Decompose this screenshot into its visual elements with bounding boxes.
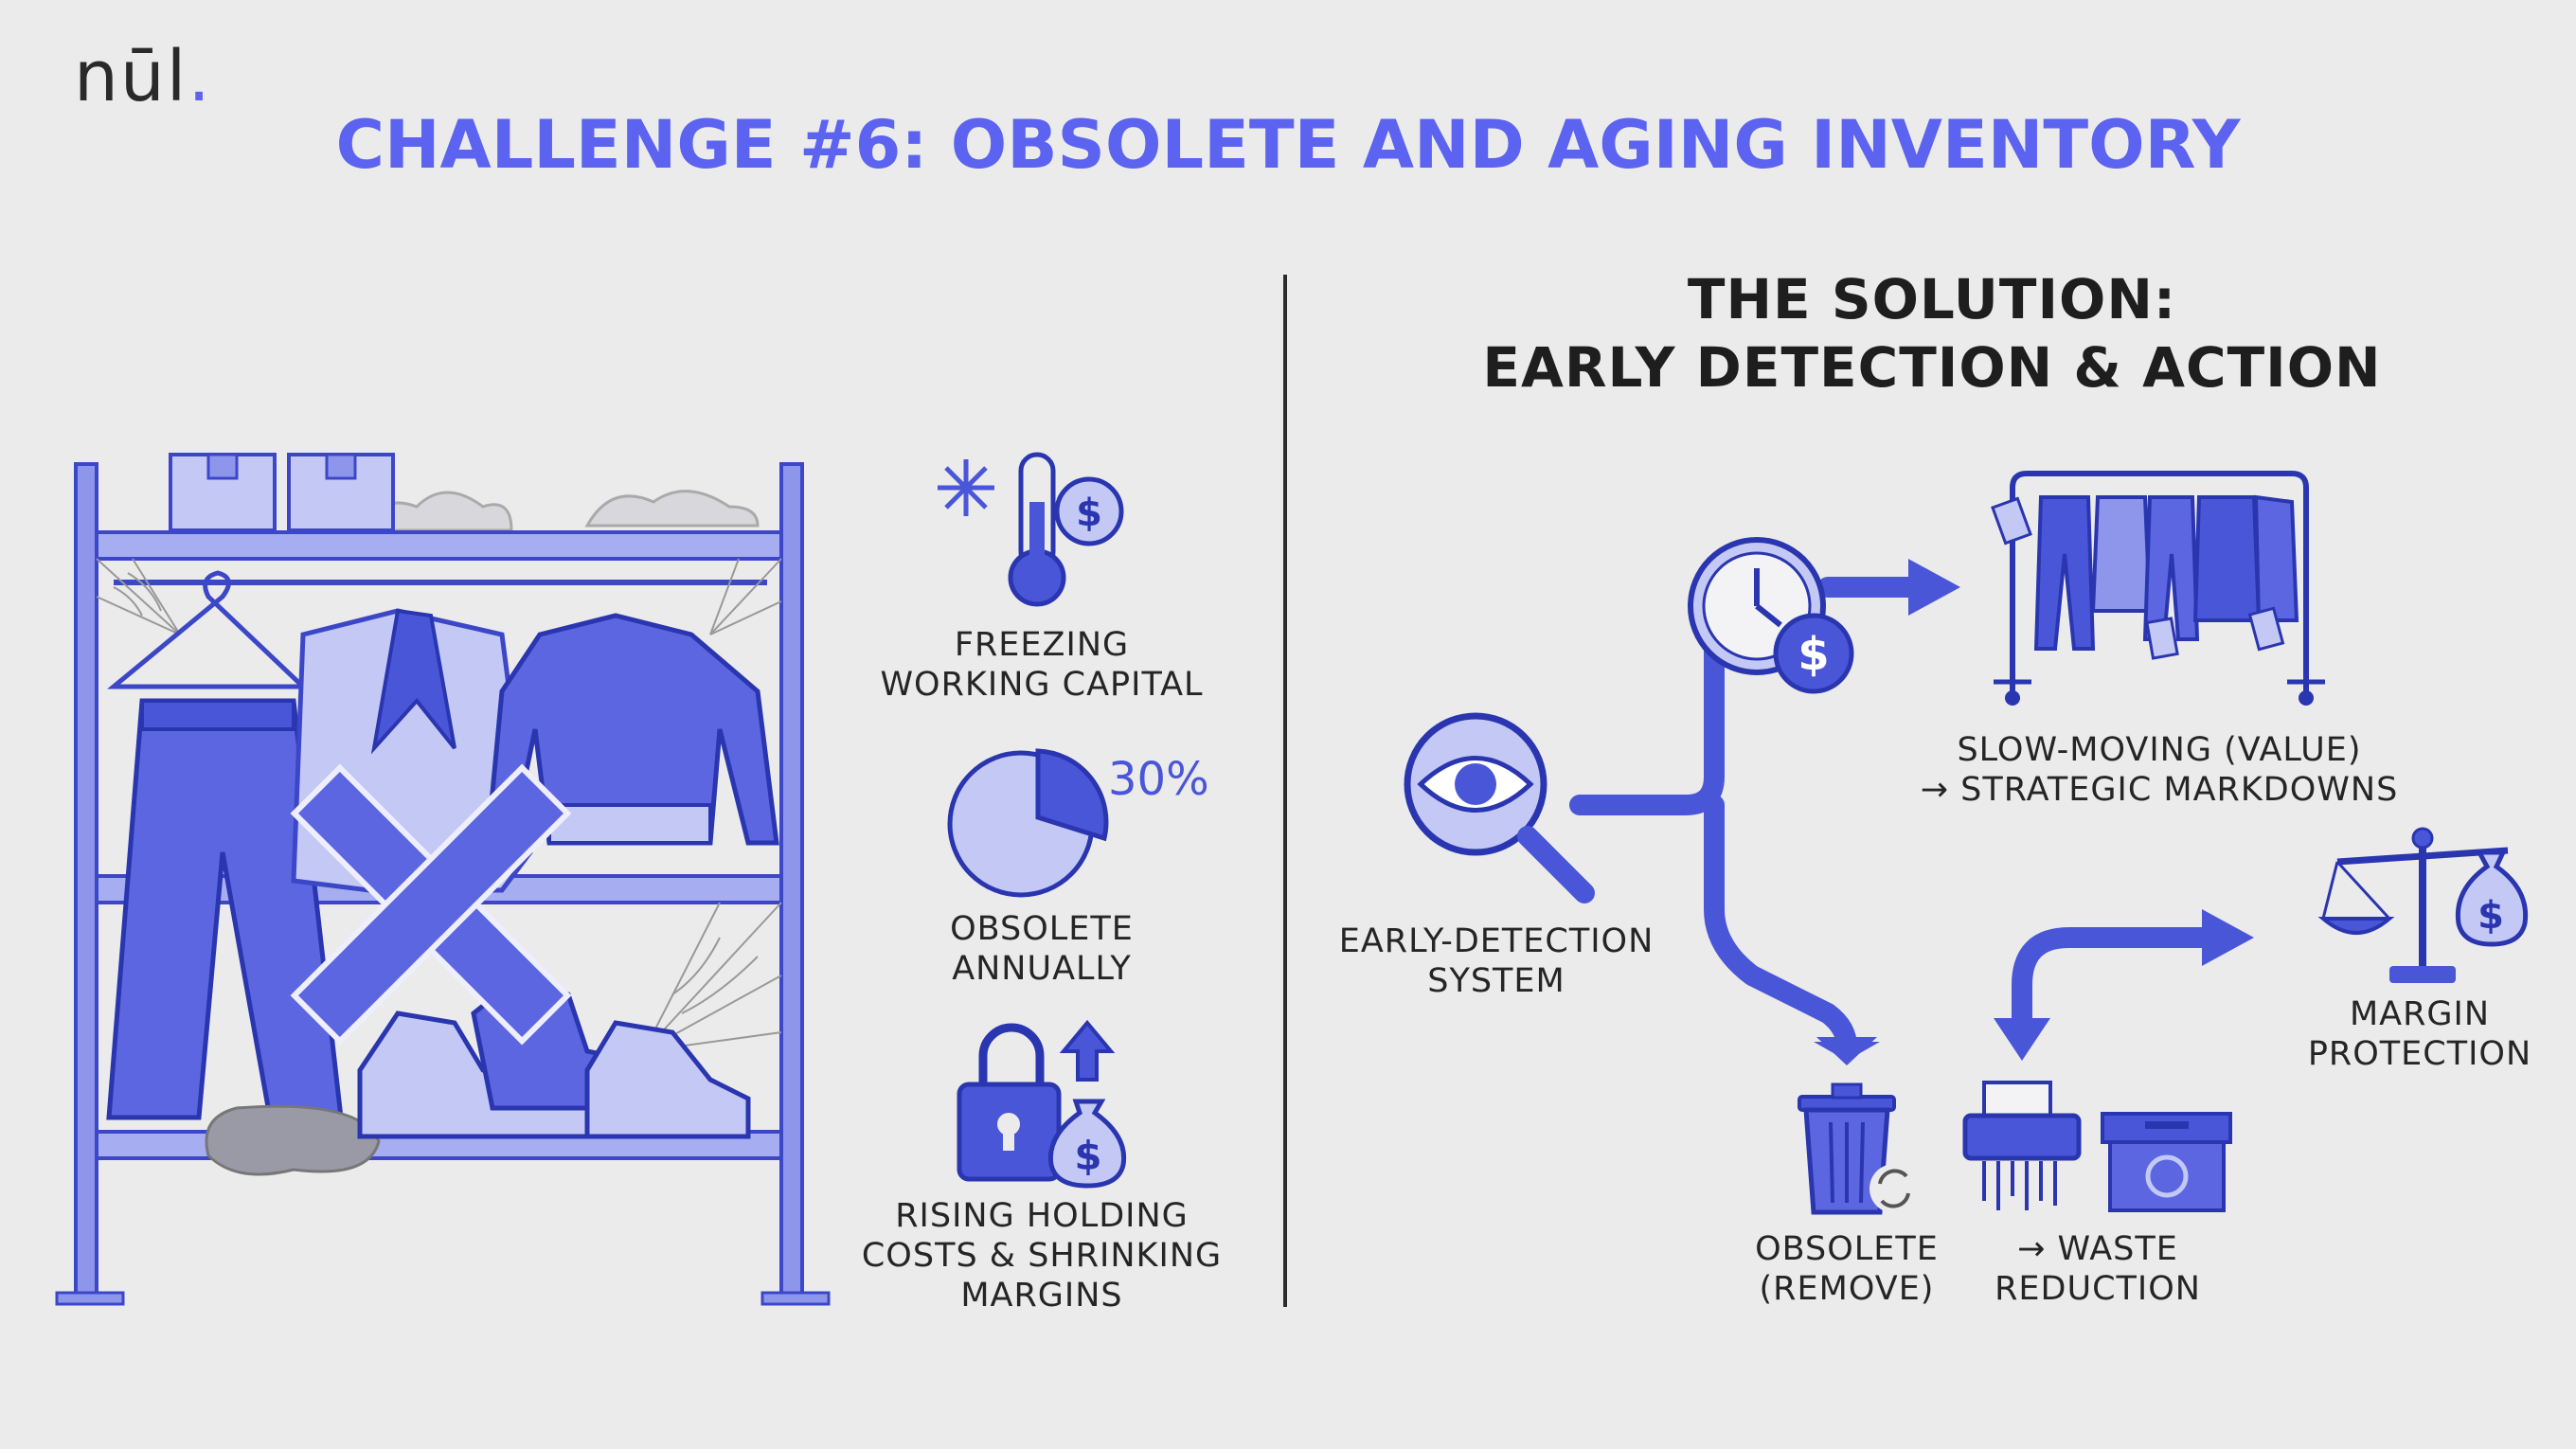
label-line: ANNUALLY [952, 950, 1132, 988]
label-line: REDUCTION [1995, 1270, 2201, 1308]
label-line: MARGIN [2349, 995, 2491, 1033]
label-line: COSTS & SHRINKING [861, 1237, 1223, 1275]
node-label-margin-protection: MARGIN PROTECTION [2282, 994, 2557, 1074]
problem-label-obsolete-annually: OBSOLETE ANNUALLY [852, 909, 1231, 989]
node-label-early-detection: EARLY-DETECTION SYSTEM [1307, 921, 1686, 1001]
label-line: OBSOLETE [950, 910, 1134, 948]
balance-scale-icon: $ [2317, 827, 2529, 983]
label-line: EARLY-DETECTION [1338, 922, 1655, 960]
brand-logo: nūl. [74, 36, 212, 117]
problem-label-freezing-capital: FREEZING WORKING CAPITAL [852, 625, 1231, 705]
section-divider [1283, 275, 1287, 1307]
label-line: (REMOVE) [1759, 1270, 1935, 1308]
page-title: CHALLENGE #6: OBSOLETE AND AGING INVENTO… [335, 106, 2241, 184]
clothing-rack-icon [1991, 471, 2325, 706]
solution-title: THE SOLUTION: EARLY DETECTION & ACTION [1392, 265, 2472, 402]
svg-text:$: $ [1074, 1133, 1101, 1179]
logo-text: nūl [74, 36, 188, 117]
cross-out-mark [290, 763, 572, 1046]
title-line: EARLY DETECTION & ACTION [1482, 335, 2382, 400]
lock-money-bag-arrow-icon: $ [957, 1019, 1127, 1189]
label-line: → WASTE [2017, 1230, 2178, 1268]
magnifier-eye-icon [1404, 712, 1595, 903]
label-line: WORKING CAPITAL [880, 666, 1204, 704]
title-line: THE SOLUTION: [1687, 267, 2177, 331]
label-line: RISING HOLDING [895, 1197, 1189, 1235]
node-label-obsolete-remove: OBSOLETE (REMOVE) [1714, 1229, 1979, 1309]
logo-dot: . [188, 36, 212, 117]
label-line: OBSOLETE [1755, 1230, 1939, 1268]
problem-label-holding-costs: RISING HOLDING COSTS & SHRINKING MARGINS [833, 1196, 1250, 1315]
obsolete-inventory-shelf-illustration [55, 453, 831, 1306]
label-line: MARGINS [960, 1277, 1123, 1315]
label-line: PROTECTION [2307, 1035, 2532, 1073]
label-line: → STRATEGIC MARKDOWNS [1920, 771, 2399, 809]
obsolete-percentage: 30% [1108, 753, 1209, 806]
clock-dollar-icon: $ [1688, 537, 1854, 694]
trash-can-icon [1798, 1082, 1919, 1215]
node-label-slow-moving: SLOW-MOVING (VALUE) → STRATEGIC MARKDOWN… [1904, 730, 2415, 810]
node-label-waste-reduction: → WASTE REDUCTION [1960, 1229, 2235, 1309]
shredder-recycle-box-icon [1962, 1081, 2232, 1212]
svg-text:$: $ [1798, 628, 1829, 681]
thermometer-snowflake-dollar-icon: $ [938, 452, 1124, 607]
label-line: FREEZING [954, 626, 1130, 664]
svg-text:$: $ [2478, 894, 2504, 938]
label-line: SLOW-MOVING (VALUE) [1957, 731, 2362, 769]
label-line: SYSTEM [1427, 962, 1565, 1000]
pie-chart-icon [947, 748, 1109, 898]
svg-text:$: $ [1076, 492, 1102, 535]
